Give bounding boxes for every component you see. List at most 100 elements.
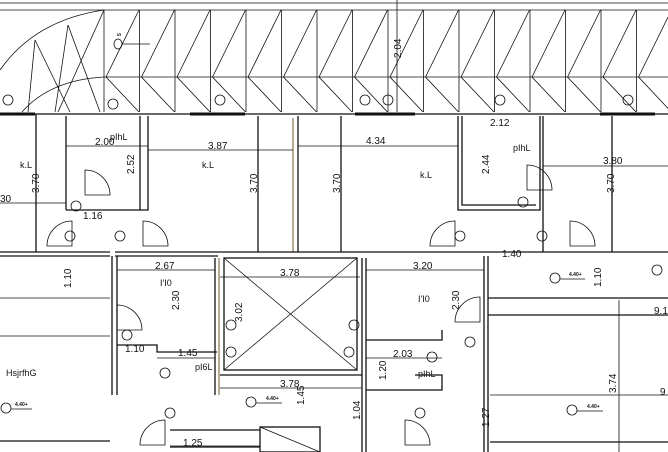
room-label: k.L	[420, 170, 432, 180]
dimension-label: 1.40	[502, 249, 522, 260]
fixture-symbol	[382, 94, 394, 106]
dimension-label: 1.04	[352, 400, 363, 420]
stair-band	[0, 0, 668, 113]
fixture-symbol	[464, 336, 476, 348]
fixture-symbol	[426, 351, 438, 363]
dimension-label: 2.30	[451, 290, 462, 310]
room-label: pI6L	[195, 362, 213, 372]
dimension-label: 1.10	[593, 267, 604, 287]
stair-chevron	[212, 9, 246, 113]
fixture-symbol	[107, 98, 119, 110]
fixture-symbol	[343, 346, 355, 358]
door-swing	[46, 220, 73, 247]
fixture-symbol	[454, 230, 466, 242]
stair-chevron	[460, 9, 495, 113]
dimension-label: 3.02	[234, 302, 245, 322]
dimension-label: 3.78	[280, 379, 300, 390]
stair-chevron	[602, 9, 637, 113]
fixture-symbol	[225, 319, 237, 331]
dimension-label: 3.74	[608, 373, 619, 393]
door-swing	[116, 304, 143, 331]
dimension-label: 2.52	[126, 154, 137, 174]
dimension-label: 2.12	[490, 118, 510, 129]
dimension-label: 9	[660, 387, 666, 398]
door-swing	[142, 220, 169, 247]
dimension-label: 3.78	[280, 268, 300, 279]
room-label: pIhL	[110, 132, 128, 142]
dimension-labels: 2.00 3.87 4.34 2.12 3.80 30 1.16 1.40 2.…	[0, 38, 668, 449]
level-mark: 4.40+	[569, 272, 582, 278]
dimension-label: 1.45	[178, 348, 198, 359]
fixture-symbol	[651, 264, 663, 276]
level-mark: 4.40+	[587, 404, 600, 410]
dimension-label: 1.10	[125, 344, 145, 355]
door-swing	[404, 419, 431, 446]
dimension-label: 3.70	[606, 173, 617, 193]
level-marks: 4.40+ 4.40+ 4.40+ 4.40+ 5	[0, 33, 603, 416]
dimension-label: 3.70	[332, 173, 343, 193]
dimension-label: 9.1	[654, 306, 668, 317]
dimension-label: 3.70	[249, 173, 260, 193]
fixture-symbol	[494, 94, 506, 106]
room-label: I'I0	[160, 278, 172, 288]
fixture-symbol	[414, 407, 426, 419]
door-swings	[2, 94, 663, 446]
fixture-symbol	[70, 200, 82, 212]
door-swing	[84, 169, 111, 196]
stair-chevron	[283, 9, 317, 113]
fixture-symbol	[348, 319, 360, 331]
level-mark: 5	[117, 33, 123, 36]
dimension-label: 3.80	[603, 156, 623, 167]
fixture-symbol	[164, 407, 176, 419]
stair-chevron	[425, 9, 459, 113]
dimension-label: 2.00	[95, 137, 115, 148]
fixture-symbol	[359, 94, 371, 106]
stair-chevron	[638, 16, 668, 109]
fixture-symbol	[64, 230, 76, 242]
dimension-label: 2.30	[171, 290, 182, 310]
level-mark: 4.40+	[15, 402, 28, 408]
door-swing	[526, 164, 553, 191]
door-swing	[429, 220, 456, 247]
stair-chevron	[247, 9, 282, 113]
door-swing	[139, 419, 166, 446]
room-label: pIhL	[513, 143, 531, 153]
stair-chevron	[567, 9, 601, 113]
fixture-symbol	[622, 94, 634, 106]
dimension-label: 1.27	[481, 407, 492, 427]
door-swing	[569, 220, 596, 247]
dimension-label: 2.04	[393, 38, 404, 58]
fixture-symbol	[517, 196, 529, 208]
walls	[0, 112, 668, 452]
level-mark: 4.40+	[266, 396, 279, 402]
room-label: HsjrfhG	[6, 368, 37, 378]
fixture-symbol	[225, 346, 237, 358]
room-label: k.L	[20, 160, 32, 170]
dimension-label: 1.10	[63, 268, 74, 288]
room-labels: k.L k.L k.L pIhL pIhL I'I0 I'I0 HsjrfhG …	[6, 132, 531, 379]
stair-chevron	[318, 9, 353, 113]
dimension-label: 3.70	[31, 173, 42, 193]
fixture-symbol	[2, 94, 14, 106]
door-swing	[454, 296, 481, 323]
dimension-label: 3.87	[208, 141, 228, 152]
dimension-label: 1.45	[296, 385, 307, 405]
stair-chevron	[389, 9, 424, 113]
dimension-label: 30	[0, 194, 12, 205]
dimension-label: 1.20	[378, 360, 389, 380]
fixture-symbol	[214, 94, 226, 106]
room-label: pIhL	[418, 369, 436, 379]
dimension-label: 1.16	[83, 211, 103, 222]
dimension-label: 3.20	[413, 261, 433, 272]
dimension-label: 2.44	[481, 154, 492, 174]
dimension-label: 4.34	[366, 136, 386, 147]
dimension-label: 1.25	[183, 438, 203, 449]
stair-chevron	[531, 9, 566, 113]
stair-chevron	[496, 9, 530, 113]
room-label: I'I0	[418, 294, 430, 304]
stair-chevron	[141, 9, 175, 113]
fixture-symbol	[159, 367, 171, 379]
room-label: k.L	[202, 160, 214, 170]
stair-chevron	[176, 9, 211, 113]
